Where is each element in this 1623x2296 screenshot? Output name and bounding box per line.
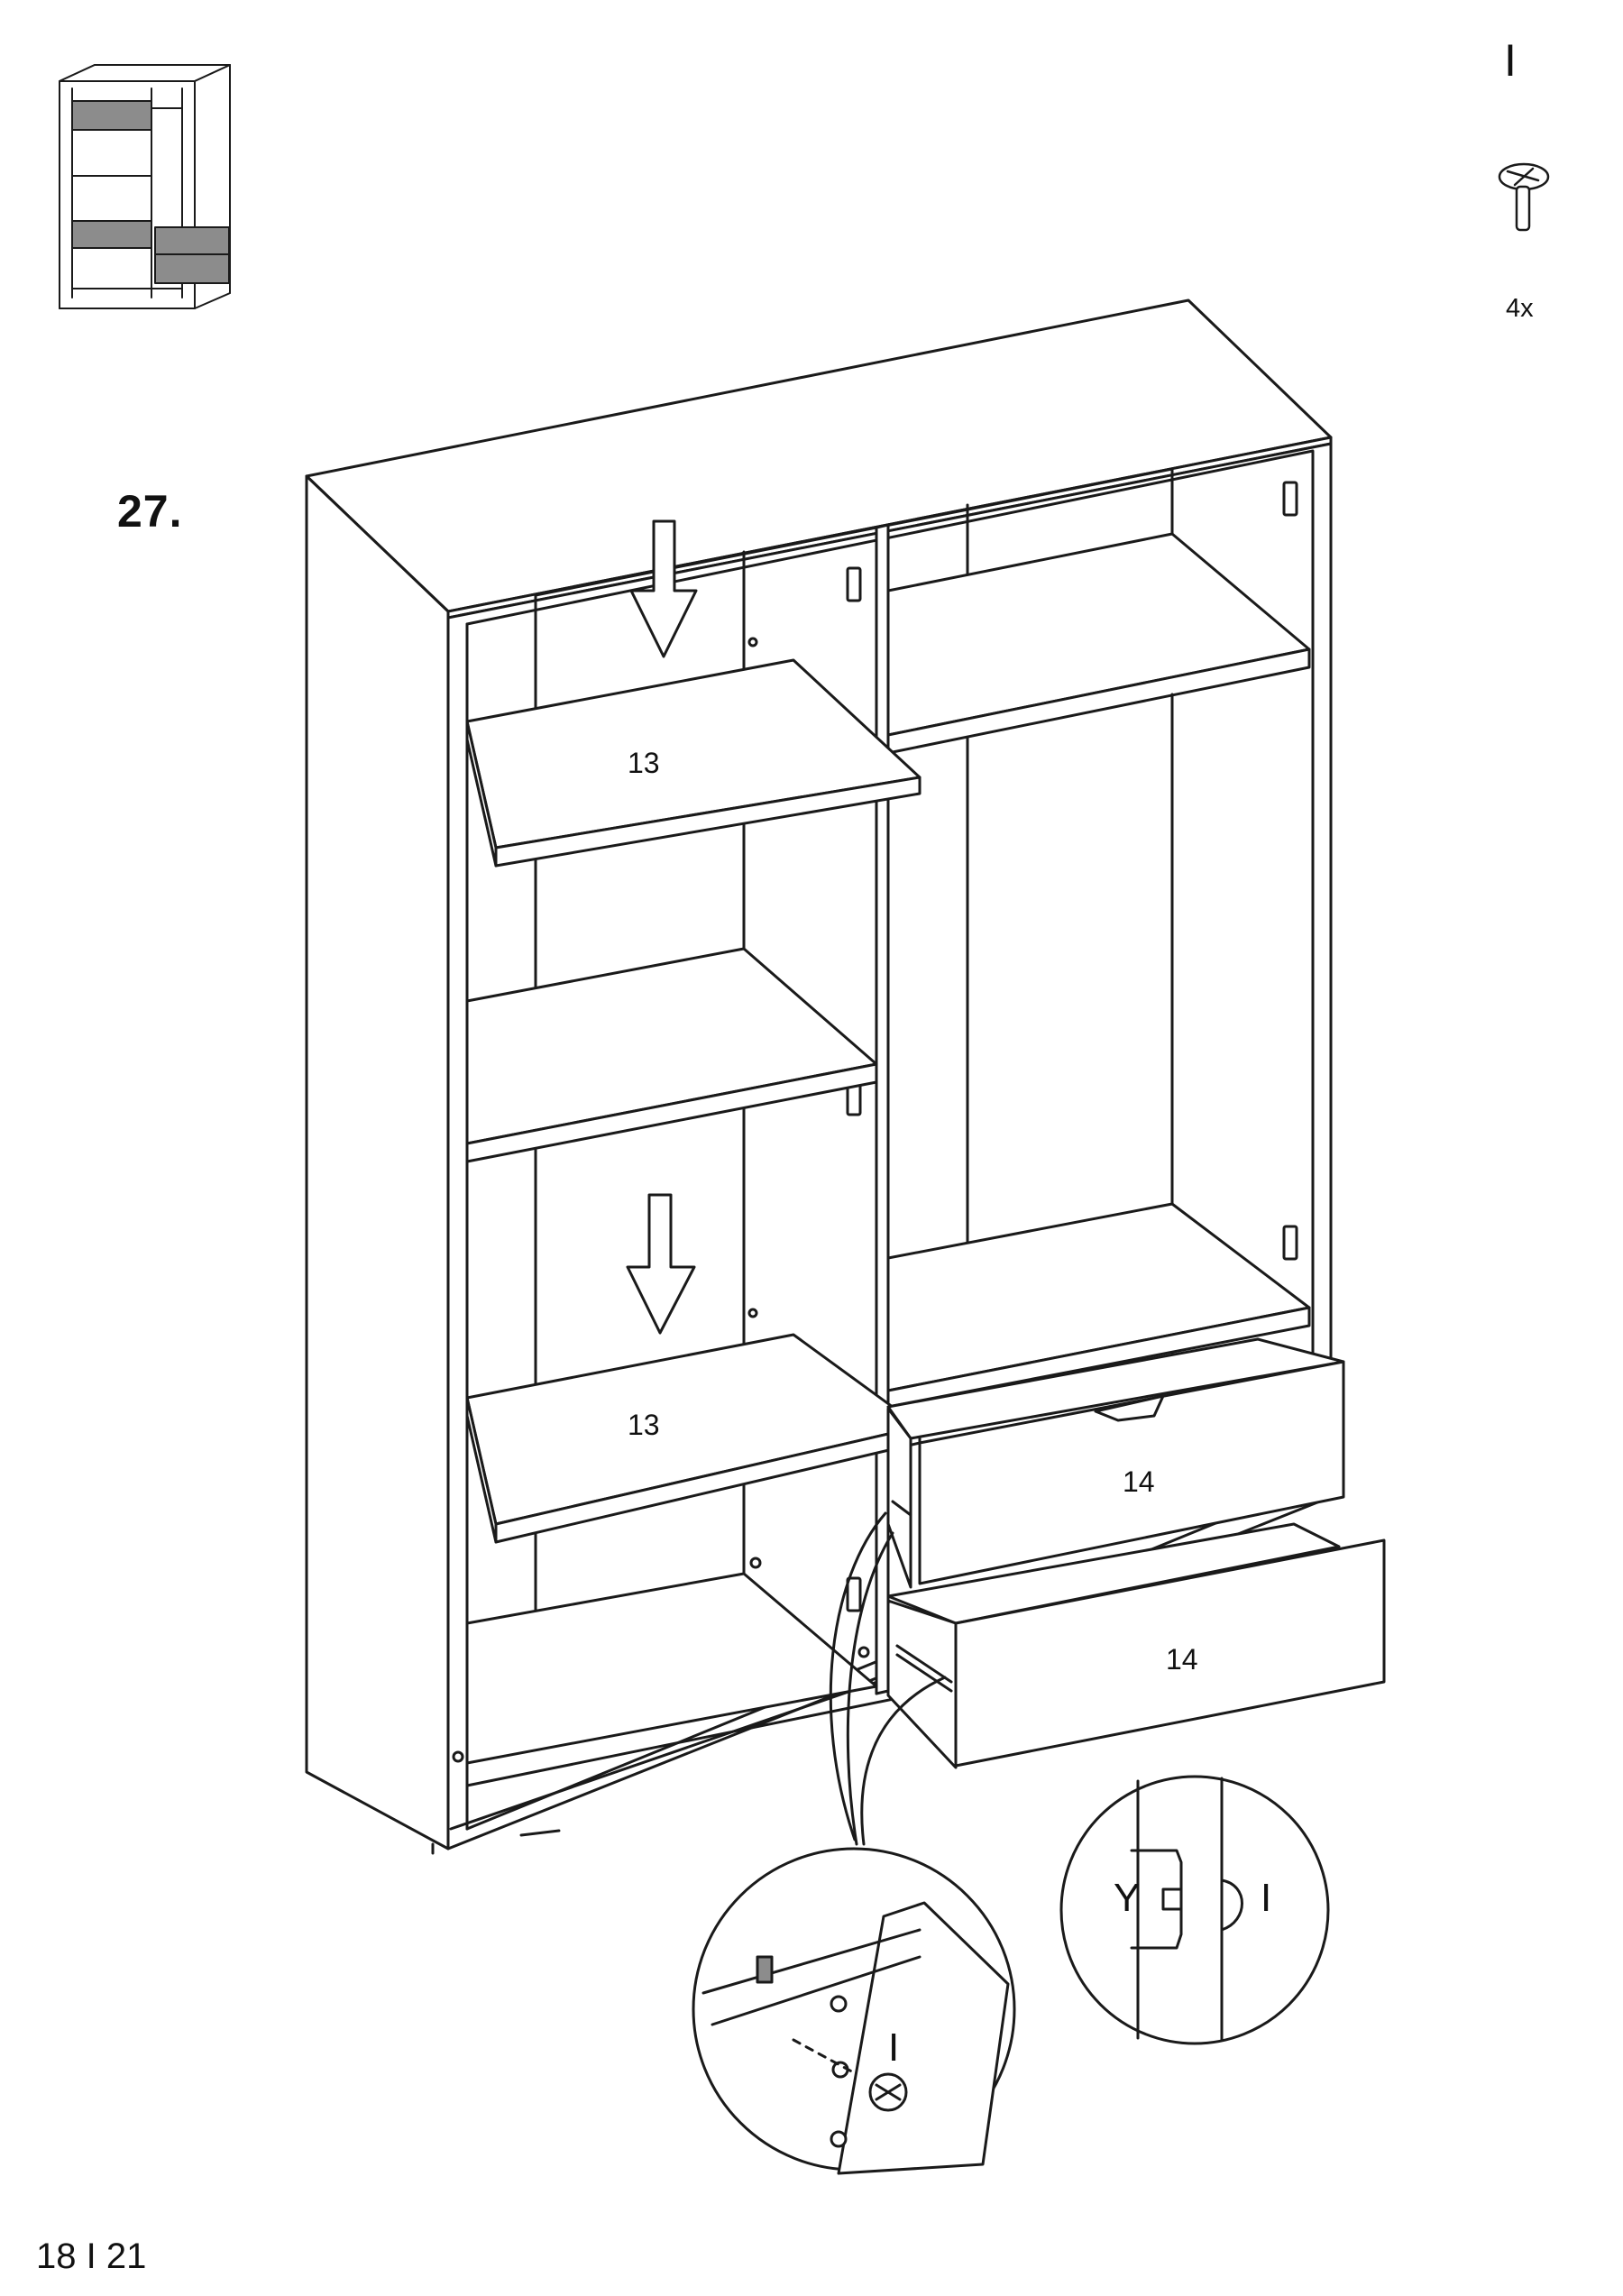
shelf-13-lower	[465, 1333, 922, 1544]
down-arrow-icon	[629, 519, 698, 658]
pre-drilled-hole-icon	[830, 2130, 848, 2148]
detail-label-i: I	[1261, 1876, 1272, 1920]
down-arrow-icon	[626, 1193, 696, 1335]
drawer-14-upper	[886, 1337, 1345, 1589]
pre-drilled-hole-icon	[831, 2061, 849, 2079]
part-label-drawer: 14	[1166, 1643, 1198, 1676]
cam-hole-icon	[857, 1646, 870, 1658]
bracket-icon	[1161, 1887, 1183, 1911]
shelf-13-upper	[465, 658, 922, 868]
cam-bolt-icon	[1498, 162, 1550, 232]
thumb-drawer-highlight	[154, 253, 230, 284]
detail-circle-right	[1059, 1775, 1330, 2045]
drawer-handle-icon	[1094, 1394, 1165, 1422]
thumb-shelf-highlight	[71, 220, 152, 249]
detail-circle-left	[692, 1847, 1016, 2175]
hinge-icon	[1282, 481, 1298, 517]
drawer-runner-icon	[756, 1955, 774, 1984]
shelf-pin-icon	[747, 637, 758, 647]
part-label-drawer: 14	[1123, 1465, 1155, 1498]
hardware-quantity: 4x	[1506, 294, 1534, 323]
cam-hole-icon	[452, 1750, 464, 1763]
part-label-shelf: 13	[628, 747, 660, 779]
cam-bolt-icon	[1220, 1878, 1243, 1932]
overview-thumbnail	[59, 64, 231, 309]
hinge-icon	[1282, 1225, 1298, 1261]
detail-label-y: Y	[1114, 1876, 1141, 1920]
thumb-shelf-highlight	[71, 100, 152, 131]
detail-label-i: I	[888, 2025, 900, 2070]
hardware-letter: I	[1504, 35, 1517, 86]
step-number: 27.	[117, 486, 183, 537]
shelf-pin-icon	[747, 1308, 758, 1318]
pre-drilled-hole-icon	[830, 1995, 848, 2013]
thumb-drawer-highlight	[154, 226, 230, 255]
callout-lines	[829, 1511, 947, 1846]
hinge-icon	[846, 566, 862, 602]
page-indicator: 18 I 21	[36, 2236, 147, 2276]
hinge-icon	[846, 1576, 862, 1612]
drawer-14-lower	[886, 1522, 1386, 1769]
part-label-shelf: 13	[628, 1409, 660, 1441]
cam-hole-icon	[749, 1557, 762, 1569]
